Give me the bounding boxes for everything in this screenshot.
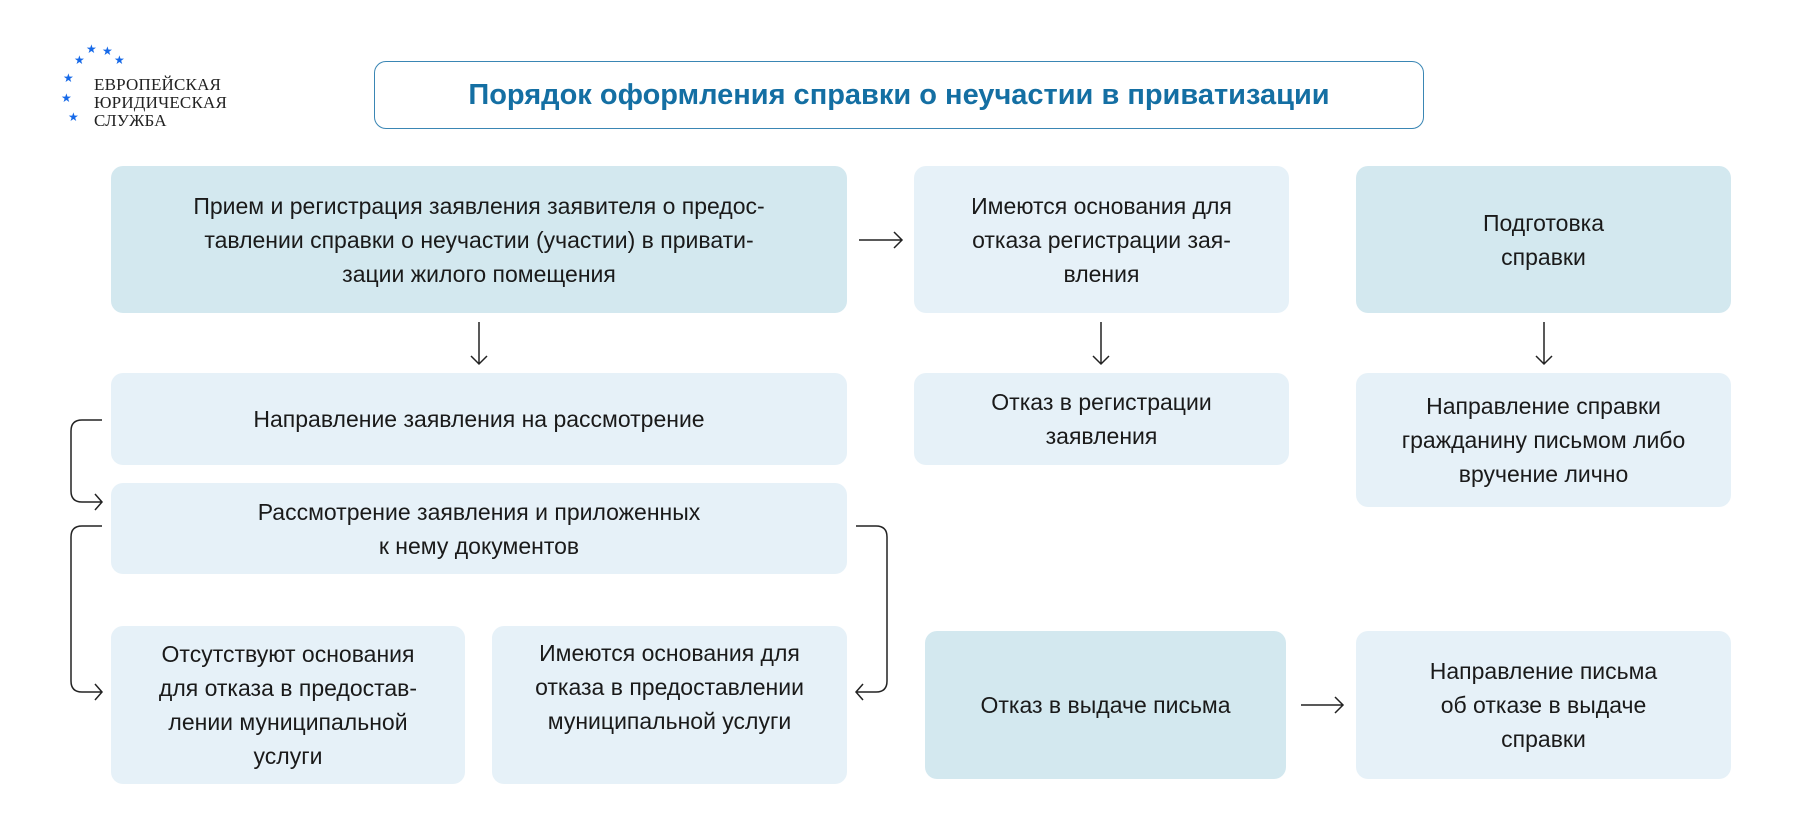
- step-no-grounds: Отсутствуют основания для отказа в предо…: [111, 626, 465, 784]
- box-text: гражданину письмом либо: [1401, 427, 1686, 453]
- box-text: об отказе в выдаче: [1440, 692, 1647, 718]
- box-text: Направление письма: [1429, 658, 1658, 684]
- star-icon: ★: [102, 44, 113, 58]
- page-title: Порядок оформления справки о неучастии в…: [374, 61, 1424, 129]
- logo-text: СЛУЖБА: [94, 111, 167, 130]
- box-text: Отказ в регистрации: [991, 389, 1212, 415]
- step-registration-refusal: Отказ в регистрации заявления: [914, 373, 1289, 465]
- bracket-arrow-icon: [70, 419, 103, 511]
- box-text: заявления: [1045, 423, 1158, 449]
- arrow-down-icon: [1535, 322, 1553, 366]
- logo-text: ЮРИДИЧЕСКАЯ: [94, 93, 228, 112]
- box-text: Подготовка: [1482, 209, 1605, 236]
- box-text: Имеются основания для: [971, 192, 1232, 219]
- step-send-refusal-letter: Направление письма об отказе в выдаче сп…: [1356, 631, 1731, 779]
- bracket-arrow-icon: [855, 525, 888, 701]
- logo: ★ ★ ★ ★ ★ ★ ★ ЕВРОПЕЙСКАЯ ЮРИДИЧЕСКАЯ СЛ…: [61, 43, 246, 133]
- arrow-down-icon: [470, 322, 488, 366]
- box-text: Отказ в выдаче письма: [980, 692, 1231, 718]
- step-send-for-review: Направление заявления на рассмотрение: [111, 373, 847, 465]
- arrow-right-icon: [859, 231, 904, 249]
- step-refusal-grounds-registration: Имеются основания для отказа регистрации…: [914, 166, 1289, 313]
- box-text: Направление заявления на рассмотрение: [253, 406, 705, 432]
- star-icon: ★: [114, 53, 125, 67]
- box-text: отказа регистрации зая-: [972, 226, 1231, 253]
- step-reception: Прием и регистрация заявления заявителя …: [111, 166, 847, 313]
- star-icon: ★: [68, 110, 79, 124]
- star-icon: ★: [86, 42, 97, 56]
- box-text: Рассмотрение заявления и приложенных: [257, 498, 701, 525]
- star-icon: ★: [63, 71, 74, 85]
- arrow-right-icon: [1301, 696, 1345, 714]
- box-text: Направление справки: [1426, 393, 1661, 419]
- box-text: вручение лично: [1458, 461, 1629, 487]
- step-send-certificate: Направление справки гражданину письмом л…: [1356, 373, 1731, 507]
- box-text: услуги: [253, 743, 323, 769]
- arrow-down-icon: [1092, 322, 1110, 366]
- box-text: муниципальной услуги: [547, 708, 792, 734]
- box-text: к нему документов: [378, 532, 580, 559]
- box-text: вления: [1063, 260, 1140, 287]
- box-text: для отказа в предостав-: [158, 675, 418, 701]
- logo-text: ЕВРОПЕЙСКАЯ: [94, 75, 222, 94]
- box-text: тавлении справки о неучастии (участии) в…: [204, 226, 754, 253]
- star-icon: ★: [61, 91, 72, 105]
- star-icon: ★: [74, 53, 85, 67]
- box-text: отказа в предоставлении: [535, 674, 804, 700]
- step-letter-refusal: Отказ в выдаче письма: [925, 631, 1286, 779]
- bracket-arrow-icon: [70, 525, 103, 701]
- box-text: справки: [1501, 243, 1586, 270]
- box-text: лении муниципальной: [168, 709, 408, 735]
- box-text: Имеются основания для: [539, 640, 800, 666]
- box-text: зации жилого помещения: [342, 260, 616, 287]
- box-text: Отсутствуют основания: [161, 641, 415, 667]
- box-text: справки: [1501, 726, 1586, 752]
- step-review: Рассмотрение заявления и приложенных к н…: [111, 483, 847, 574]
- box-text: Прием и регистрация заявления заявителя …: [193, 192, 765, 219]
- step-grounds: Имеются основания для отказа в предостав…: [492, 626, 847, 784]
- step-preparation: Подготовка справки: [1356, 166, 1731, 313]
